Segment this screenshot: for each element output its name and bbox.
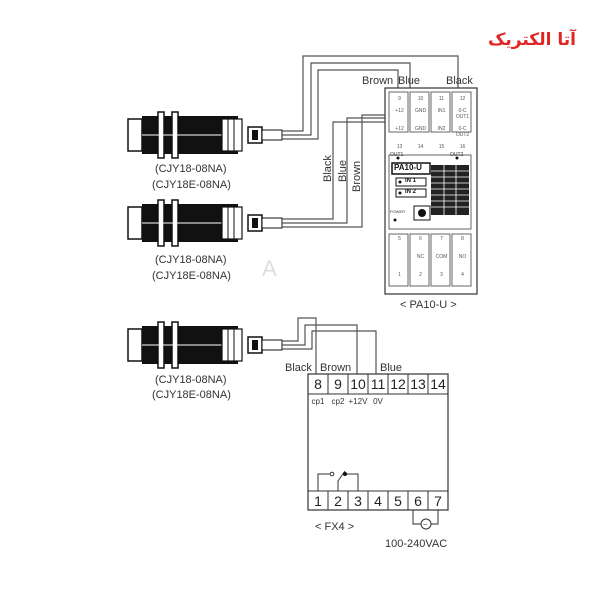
svg-text:~: ~ <box>423 522 427 529</box>
terminal-label: GND <box>414 126 427 132</box>
terminal-number: 14 <box>417 144 424 150</box>
proximity-sensor-3 <box>127 321 283 369</box>
terminal-label: IN1 <box>437 108 446 114</box>
terminal-number: 7 <box>434 493 442 509</box>
fx4-supply-label: 100-240VAC <box>385 538 448 550</box>
sensor-2-alt-model: (CJY18E-08NA) <box>152 270 231 282</box>
terminal-number: 11 <box>370 376 386 392</box>
terminal-number: 9 <box>398 96 401 102</box>
pa10u-caption: < PA10-U > <box>400 299 457 311</box>
terminal-number: 3 <box>354 493 362 509</box>
wire-label-black-vertical: Black <box>322 155 334 182</box>
terminal-number: 4 <box>461 272 464 278</box>
sensor-3-model: (CJY18-08NA) <box>155 374 227 386</box>
sensor-3-alt-model: (CJY18E-08NA) <box>152 389 231 401</box>
terminal-number: 12 <box>459 96 466 102</box>
terminal-label: NC <box>416 254 425 260</box>
terminal-label: 0-C OUT2 <box>455 126 470 138</box>
proximity-sensor-1 <box>127 111 283 159</box>
terminal-label: COM <box>435 254 448 260</box>
wire-label-brown: Brown <box>362 75 394 87</box>
terminal-number: 2 <box>334 493 342 509</box>
terminal-label: GND <box>414 108 427 114</box>
terminal-label: cp2 <box>331 397 345 406</box>
fx4-wire-label-black: Black <box>285 362 312 374</box>
wire-label-blue-vertical: Blue <box>337 159 349 182</box>
proximity-sensor-2 <box>127 199 283 247</box>
terminal-number: 13 <box>410 376 426 392</box>
terminal-number: 9 <box>334 376 342 392</box>
terminal-number: 11 <box>438 96 445 102</box>
out2-label: OUT2 <box>450 152 464 158</box>
terminal-number: 8 <box>461 236 464 242</box>
terminal-number: 12 <box>390 376 406 392</box>
wire-label-black: Black <box>446 75 473 87</box>
fx4-wire-label-brown: Brown <box>320 362 352 374</box>
wire-label-blue: Blue <box>398 75 421 87</box>
terminal-label: NO <box>458 254 467 260</box>
terminal-number: 16 <box>459 144 466 150</box>
pa10u-bottom-terminals: 5 6 7 8 NC COM NO 1 2 3 4 <box>389 236 473 278</box>
terminal-number: 13 <box>396 144 403 150</box>
relay-contact-icon <box>317 470 359 491</box>
terminal-number: 14 <box>430 376 446 392</box>
terminal-number: 10 <box>350 376 366 392</box>
ac-source-icon <box>420 518 432 530</box>
fx4-counter <box>307 373 449 511</box>
terminal-number: 1 <box>398 272 401 278</box>
terminal-number: 1 <box>314 493 322 509</box>
in2-label: IN 2 <box>405 189 417 195</box>
terminal-label: +12V <box>348 397 368 406</box>
terminal-number: 7 <box>440 236 443 242</box>
terminal-label: +12 <box>395 108 404 114</box>
terminal-number: 8 <box>314 376 322 392</box>
fx4-wire-label-blue: Blue <box>380 362 403 374</box>
in1-label: IN 1 <box>405 178 417 184</box>
pa10u-name: PA10-U <box>394 163 422 172</box>
fx4-top-labels: cp1 cp2+12V 0V <box>308 397 388 406</box>
terminal-label: 0-C OUT1 <box>455 108 470 120</box>
terminal-label: IN2 <box>437 126 446 132</box>
terminal-label: +12 <box>395 126 404 132</box>
terminal-number: 6 <box>419 236 422 242</box>
watermark: A <box>262 256 277 281</box>
wire-label-brown-vertical: Brown <box>351 160 363 192</box>
power-label: POWER <box>390 209 406 214</box>
terminal-number: 4 <box>374 493 382 509</box>
sensor-1-alt-model: (CJY18E-08NA) <box>152 179 231 191</box>
terminal-label: 0V <box>373 397 383 406</box>
sensor-2-model: (CJY18-08NA) <box>155 254 227 266</box>
fx4-caption: < FX4 > <box>315 521 355 533</box>
sensor-1-model: (CJY18-08NA) <box>155 163 227 175</box>
terminal-number: 6 <box>414 493 422 509</box>
terminal-label <box>389 254 410 260</box>
terminal-number: 5 <box>398 236 401 242</box>
logo: آتا الکتریک <box>488 30 576 50</box>
terminal-number: 3 <box>440 272 443 278</box>
terminal-number: 5 <box>394 493 402 509</box>
terminal-label: cp1 <box>311 397 325 406</box>
pa10u-module <box>384 87 478 295</box>
terminal-number: 10 <box>417 96 424 102</box>
terminal-number: 2 <box>419 272 422 278</box>
out1-label: OUT1 <box>390 152 404 158</box>
terminal-number: 15 <box>438 144 445 150</box>
